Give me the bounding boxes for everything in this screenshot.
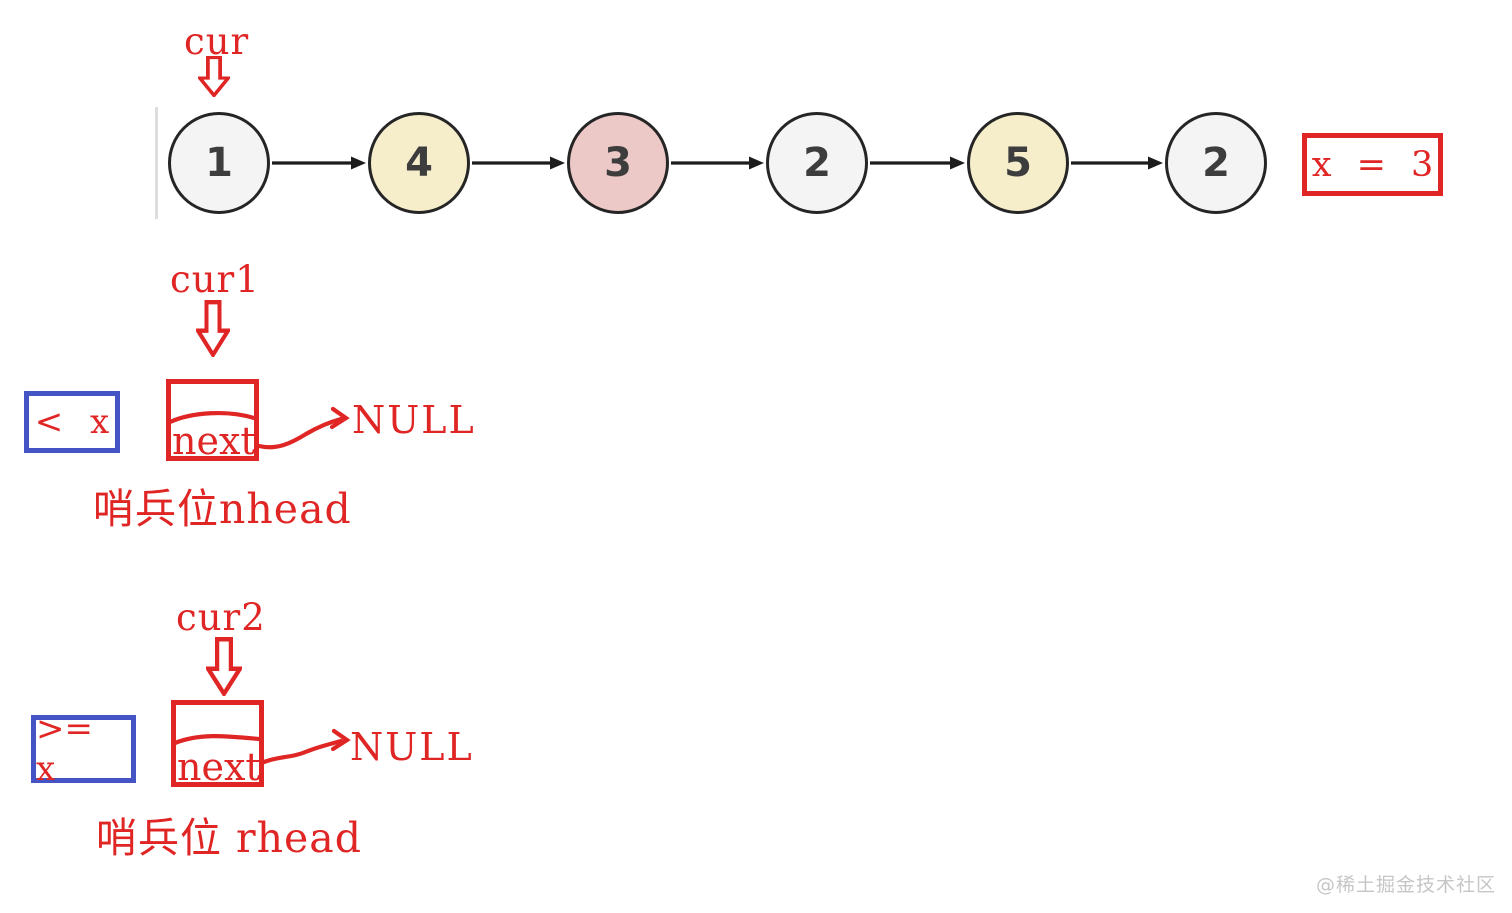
rhead-caption: 哨兵位 rhead (96, 814, 362, 862)
node-value: 2 (1202, 140, 1230, 186)
rhead-null-arrow (261, 738, 344, 765)
rhead-sentinel-node: next (171, 700, 264, 787)
list-node-5: 5 (967, 112, 1069, 214)
cur1-pointer-label: cur1 (170, 258, 260, 301)
rhead-null-arrowhead (330, 728, 351, 752)
node-value: 1 (205, 140, 233, 186)
left-guide-line (155, 107, 158, 219)
cur2-down-arrow-icon (206, 637, 242, 696)
rhead-condition-text: >= x (36, 709, 93, 789)
nhead-next-field: next (172, 419, 256, 463)
x-value-text: x = 3 (1311, 144, 1434, 185)
list-node-1: 1 (168, 112, 270, 214)
nhead-sentinel-node: next (166, 379, 259, 461)
nhead-null-label: NULL (352, 398, 476, 442)
watermark-text: @稀土掘金技术社区 (1315, 874, 1496, 896)
rhead-condition-box: >= x (31, 709, 136, 789)
x-value-box: x = 3 (1302, 133, 1443, 196)
nhead-condition-text: < x (34, 402, 110, 442)
nhead-condition-box: < x (24, 391, 120, 453)
rhead-next-field: next (177, 745, 261, 789)
rhead-null-label: NULL (350, 725, 474, 769)
cur-pointer-label: cur (184, 20, 250, 63)
cur-down-arrow-icon (198, 56, 230, 97)
node-value: 5 (1004, 140, 1032, 186)
node-value: 2 (803, 140, 831, 186)
cur1-down-arrow-icon (196, 300, 230, 357)
nhead-caption: 哨兵位nhead (93, 485, 352, 533)
list-node-2: 4 (368, 112, 470, 214)
cur2-pointer-label: cur2 (176, 596, 266, 639)
nhead-null-arrow (256, 416, 344, 450)
node-value: 4 (405, 140, 433, 186)
list-node-6: 2 (1165, 112, 1267, 214)
list-node-4: 2 (766, 112, 868, 214)
node-value: 3 (604, 140, 632, 186)
nhead-null-arrowhead (329, 406, 350, 430)
list-node-3: 3 (567, 112, 669, 214)
